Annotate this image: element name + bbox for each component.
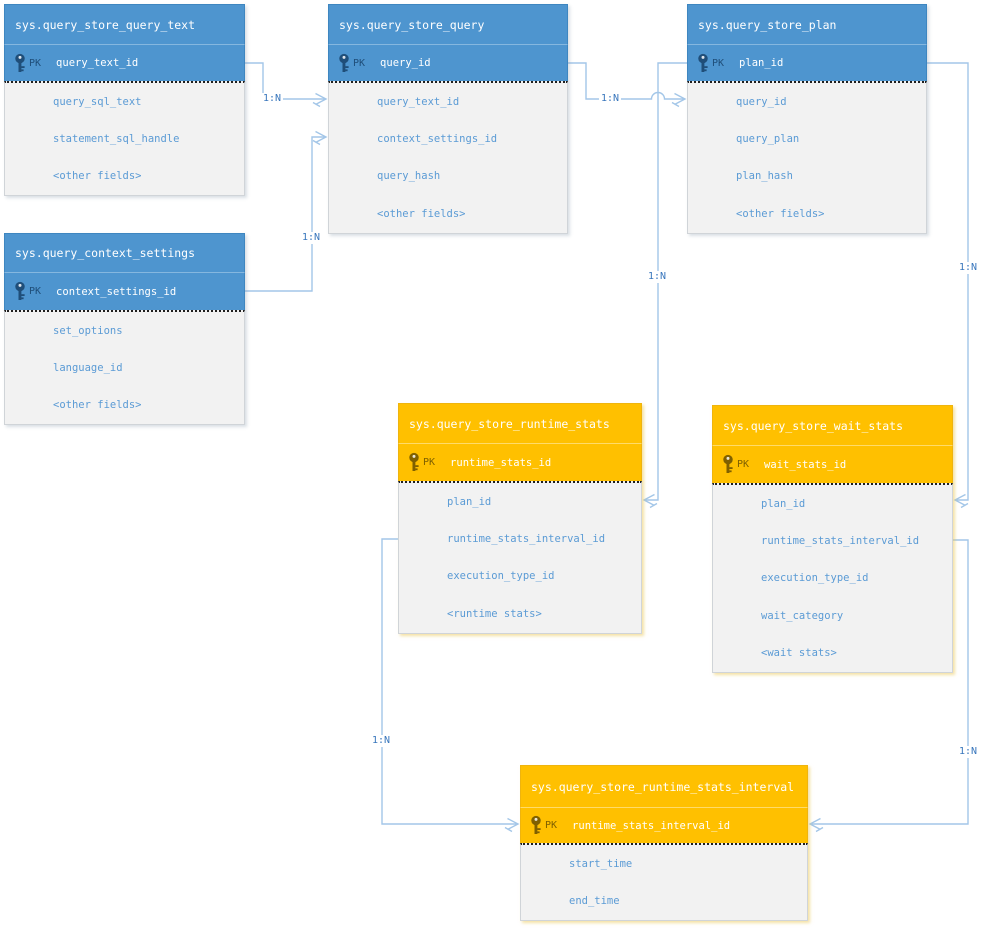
key-icon [408, 452, 421, 473]
pk-field-name: query_text_id [56, 57, 139, 69]
pk-field-name: runtime_stats_id [450, 456, 552, 469]
pk-label: PK [712, 57, 725, 69]
primary-key-row: PK runtime_stats_interval_id [520, 807, 808, 843]
pk-field-name: context_settings_id [56, 285, 177, 298]
field-name: query_sql_text [53, 95, 142, 108]
key-icon [14, 53, 27, 74]
field-name: context_settings_id [377, 133, 498, 146]
pk-label: PK [737, 459, 750, 470]
field-list: plan_id runtime_stats_interval_id execut… [712, 483, 953, 673]
field-list: query_sql_text statement_sql_handle <oth… [4, 81, 245, 197]
field-name: runtime_stats_interval_id [447, 533, 606, 546]
arrowhead-icon [312, 130, 328, 146]
pk-field-name: wait_stats_id [764, 458, 847, 471]
table-title: sys.query_context_settings [4, 233, 245, 272]
field-name: query_hash [377, 170, 441, 183]
field-name: plan_id [761, 497, 806, 510]
table-query-store-wait-stats: sys.query_store_wait_stats PK wait_stats… [712, 405, 953, 673]
key-icon [338, 53, 351, 74]
pk-label: PK [29, 57, 42, 69]
field-name: <other fields> [377, 207, 466, 220]
field-name: query_id [736, 95, 787, 108]
field-list: plan_id runtime_stats_interval_id execut… [398, 481, 642, 634]
primary-key-row: PK query_id [328, 44, 568, 81]
field-list: set_options language_id <other fields> [4, 310, 245, 426]
field-name: <wait stats> [761, 647, 837, 660]
table-query-store-plan: sys.query_store_plan PK plan_id query_id… [687, 4, 927, 234]
field-name: runtime_stats_interval_id [761, 535, 920, 548]
field-name: execution_type_id [761, 572, 869, 585]
table-title: sys.query_store_runtime_stats [398, 403, 642, 443]
pk-label: PK [353, 57, 366, 69]
pk-field-name: plan_id [739, 57, 784, 69]
cardinality-label: 1:N [369, 735, 393, 747]
cardinality-label: 1:N [260, 93, 284, 105]
field-name: <runtime stats> [447, 607, 542, 620]
table-title: sys.query_store_wait_stats [712, 405, 953, 445]
table-title: sys.query_store_runtime_stats_interval [520, 765, 808, 807]
arrowhead-icon [808, 817, 824, 833]
table-title: sys.query_store_query_text [4, 4, 245, 44]
table-query-store-query: sys.query_store_query PK query_id query_… [328, 4, 568, 234]
key-icon [697, 53, 710, 74]
field-name: statement_sql_handle [53, 133, 180, 146]
arrowhead-icon [642, 493, 658, 509]
arrowhead-icon [953, 493, 969, 509]
connector-query-to-plan [568, 62, 684, 100]
field-name: plan_hash [736, 170, 793, 183]
cardinality-label: 1:N [598, 93, 622, 105]
cardinality-label: 1:N [299, 232, 323, 244]
pk-field-name: runtime_stats_interval_id [572, 819, 731, 832]
field-list: query_text_id context_settings_id query_… [328, 81, 568, 234]
primary-key-row: PK context_settings_id [4, 272, 245, 310]
field-name: query_text_id [377, 95, 460, 108]
field-name: query_plan [736, 133, 800, 146]
primary-key-row: PK wait_stats_id [712, 445, 953, 483]
table-query-store-query-text: sys.query_store_query_text PK query_text… [4, 4, 245, 197]
connector-query-text-to-query [245, 62, 325, 100]
table-query-context-settings: sys.query_context_settings PK context_se… [4, 233, 245, 426]
primary-key-row: PK runtime_stats_id [398, 443, 642, 481]
pk-label: PK [423, 457, 436, 468]
field-name: <other fields> [53, 170, 142, 183]
field-name: language_id [53, 362, 123, 375]
connector-runtime-stats-to-interval [381, 538, 517, 825]
cardinality-label: 1:N [645, 271, 669, 283]
pk-field-name: query_id [380, 57, 431, 69]
field-list: start_time end_time [520, 843, 808, 921]
connector-plan-to-wait-stats [927, 62, 969, 501]
key-icon [530, 815, 543, 836]
table-query-store-runtime-stats-interval: sys.query_store_runtime_stats_interval P… [520, 765, 808, 921]
arrowhead-icon [671, 92, 687, 108]
table-query-store-runtime-stats: sys.query_store_runtime_stats PK runtime… [398, 403, 642, 634]
primary-key-row: PK plan_id [687, 44, 927, 81]
table-title: sys.query_store_query [328, 4, 568, 44]
key-icon [722, 454, 735, 475]
field-name: execution_type_id [447, 570, 555, 583]
cardinality-label: 1:N [956, 262, 980, 274]
connector-wait-stats-to-interval [811, 539, 969, 825]
key-icon [14, 281, 27, 302]
field-list: query_id query_plan plan_hash <other fie… [687, 81, 927, 234]
field-name: end_time [569, 895, 620, 908]
connector-context-settings-to-query [245, 136, 325, 292]
arrowhead-icon [312, 92, 328, 108]
table-title: sys.query_store_plan [687, 4, 927, 44]
pk-label: PK [29, 286, 42, 297]
field-name: wait_category [761, 609, 844, 622]
arrowhead-icon [504, 817, 520, 833]
field-name: <other fields> [736, 207, 825, 220]
field-name: set_options [53, 324, 123, 337]
field-name: plan_id [447, 495, 492, 508]
field-name: <other fields> [53, 399, 142, 412]
primary-key-row: PK query_text_id [4, 44, 245, 81]
cardinality-label: 1:N [956, 746, 980, 758]
field-name: start_time [569, 857, 633, 870]
pk-label: PK [545, 820, 558, 831]
